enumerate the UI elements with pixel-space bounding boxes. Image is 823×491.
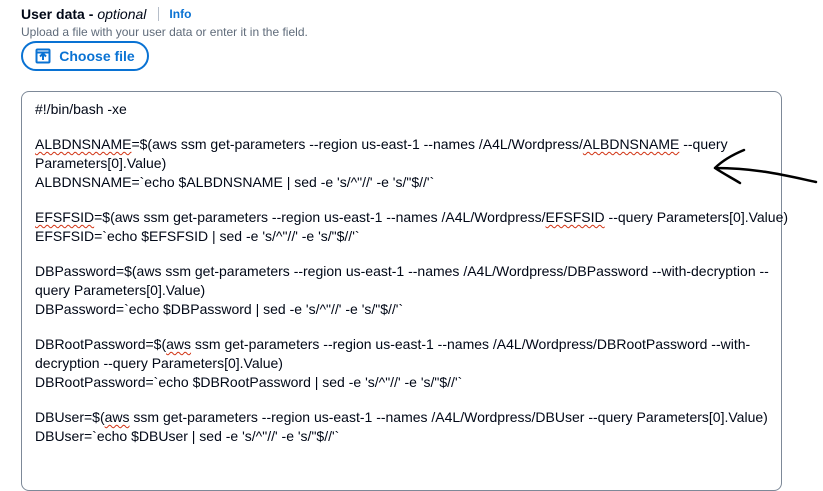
choose-file-label: Choose file [59,48,135,64]
code-line: #!/bin/bash -xe [35,101,127,117]
field-header: User data - optional Info [21,6,191,22]
code-line: decryption --query Parameters[0].Value) [35,355,283,371]
header-divider [158,7,160,21]
code-line: DBPassword=`echo $DBPassword | sed -e 's… [35,301,404,317]
field-description: Upload a file with your user data or ent… [21,25,308,39]
code-line: query Parameters[0].Value) [35,282,206,298]
code-line: EFSFSID=$(aws ssm get-parameters --regio… [35,209,789,225]
spellcheck-word: EFSFSID [35,209,95,225]
code-line: ALBDNSNAME=$(aws ssm get-parameters --re… [35,136,728,152]
code-line: DBUser=`echo $DBUser | sed -e 's/^"//' -… [35,428,340,444]
spellcheck-word: EFSFSID [545,209,605,225]
code-line: DBUser=$(aws ssm get-parameters --region… [35,409,768,425]
user-data-content: #!/bin/bash -xe ALBDNSNAME=$(aws ssm get… [35,100,789,446]
choose-file-button[interactable]: Choose file [21,41,149,71]
field-optional-label: optional [97,6,147,22]
spellcheck-word: aws [104,409,130,425]
code-line: EFSFSID=`echo $EFSFSID | sed -e 's/^"//'… [35,228,360,244]
info-link[interactable]: Info [169,7,192,21]
spellcheck-word: ALBDNSNAME [582,136,680,152]
upload-icon [35,48,51,64]
field-label: User data - [21,6,94,22]
spellcheck-word: aws [166,336,192,352]
code-line: DBRootPassword=$(aws ssm get-parameters … [35,336,751,352]
code-line: ALBDNSNAME=`echo $ALBDNSNAME | sed -e 's… [35,174,435,190]
code-line: Parameters[0].Value) [35,155,167,171]
spellcheck-word: ALBDNSNAME [35,136,132,152]
code-line: DBPassword=$(aws ssm get-parameters --re… [35,263,769,279]
code-line: DBRootPassword=`echo $DBRootPassword | s… [35,374,463,390]
hand-drawn-arrow-icon [713,148,818,185]
